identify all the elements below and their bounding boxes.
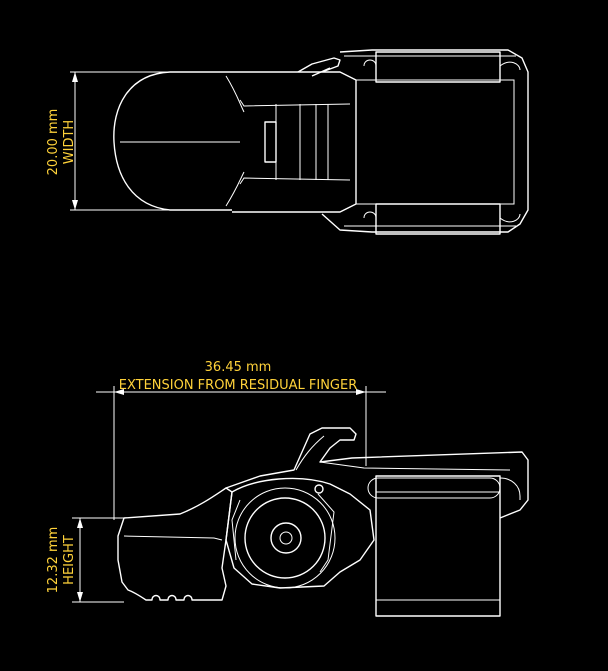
side-view: 36.45 mm EXTENSION FROM RESIDUAL FINGER … (46, 360, 529, 617)
extension-dimension-value: 36.45 mm (205, 360, 272, 375)
width-dimension: 20.00 mm WIDTH (46, 71, 232, 211)
width-dimension-label: WIDTH (62, 120, 77, 164)
extension-dimension-label: EXTENSION FROM RESIDUAL FINGER (119, 378, 358, 393)
height-dimension-value: 12.32 mm (46, 527, 61, 594)
joint-pin (270, 522, 302, 554)
extension-dimension: 36.45 mm EXTENSION FROM RESIDUAL FINGER (96, 360, 386, 520)
roller-bottom (375, 203, 501, 235)
width-dimension-value: 20.00 mm (46, 109, 61, 176)
height-dimension-label: HEIGHT (62, 535, 77, 585)
top-view: 20.00 mm WIDTH (46, 49, 529, 235)
roller-side (375, 475, 501, 617)
fingertip-pad-top (113, 71, 232, 211)
fingertip-segment-side (117, 487, 233, 601)
height-dimension: 12.32 mm HEIGHT (46, 517, 124, 603)
roller-top (375, 51, 501, 83)
